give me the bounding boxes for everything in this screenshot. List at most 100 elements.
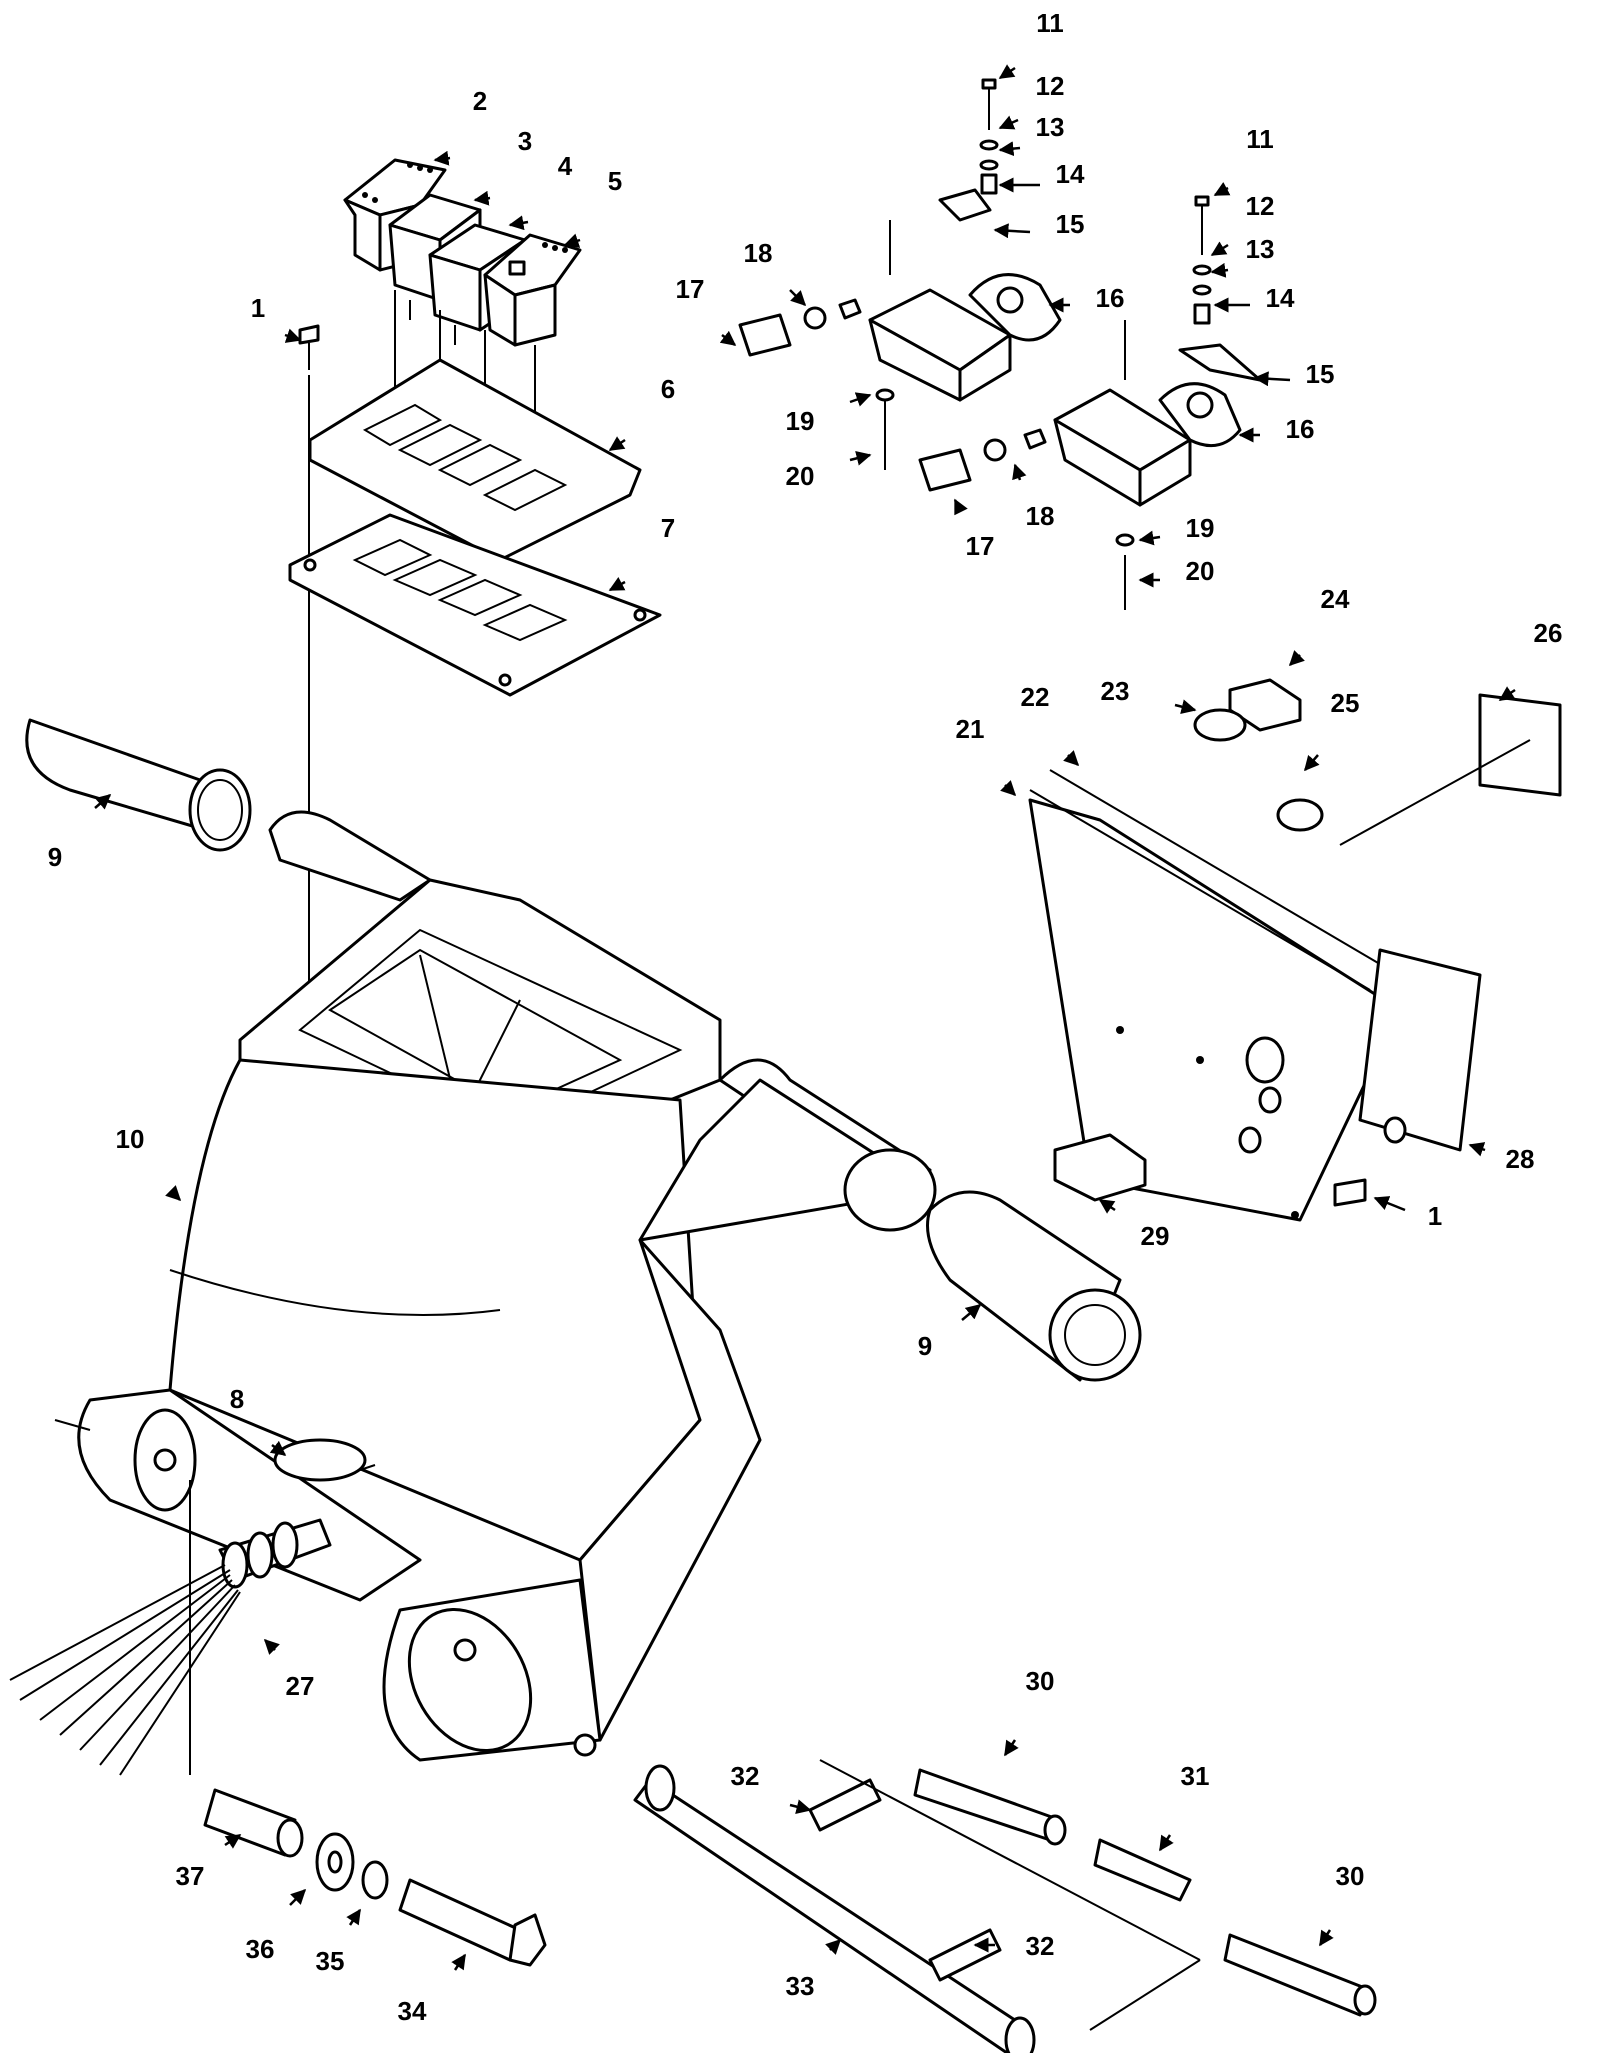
callout-leader: [1000, 780, 1017, 797]
callout-leader: [1468, 1142, 1486, 1157]
callout-c12a: 12: [998, 71, 1065, 130]
callout-c20a: 20: [786, 450, 872, 491]
callout-c7: 7: [608, 513, 675, 592]
callout-c15a: 15: [993, 209, 1085, 239]
callout-c34: 34: [398, 1953, 467, 2026]
callout-label: 30: [1026, 1666, 1055, 1696]
screw-1-left: [298, 324, 320, 370]
callout-leader: [1098, 1198, 1116, 1214]
callout-label: 19: [786, 406, 815, 436]
callout-c17a: 17: [676, 274, 737, 346]
pin-32-upper: [808, 1778, 882, 1832]
callout-label: 4: [558, 151, 573, 181]
callout-label: 8: [230, 1384, 244, 1414]
callout-c31: 31: [1158, 1761, 1210, 1852]
callout-c14b: 14: [1213, 283, 1295, 313]
callout-leader: [165, 1185, 182, 1202]
callout-c12b: 12: [1210, 191, 1274, 257]
callout-label: 32: [1026, 1931, 1055, 1961]
callout-label: 1: [251, 293, 265, 323]
callout-label: 30: [1336, 1861, 1365, 1891]
callout-leader: [789, 1799, 812, 1815]
callout-c16b: 16: [1238, 414, 1314, 444]
callout-label: 37: [176, 1861, 205, 1891]
callout-label: 29: [1141, 1221, 1170, 1251]
hand-grip-9-left: [25, 718, 252, 852]
hand-grip-9-right: [926, 1190, 1142, 1382]
callout-label: 15: [1056, 209, 1085, 239]
shaft-33: [633, 1764, 1036, 2053]
callout-leader: [998, 141, 1021, 157]
toggle-assembly-upper: [738, 78, 1062, 470]
callout-c1b: 1: [1373, 1196, 1442, 1231]
callout-label: 21: [956, 714, 985, 744]
callout-c22: 22: [1021, 682, 1080, 767]
callout-label: 11: [1246, 124, 1274, 154]
callout-c33: 33: [786, 1938, 842, 2001]
callout-leader: [849, 392, 872, 407]
callout-leader: [789, 289, 807, 307]
callout-c18b: 18: [1012, 463, 1054, 531]
callout-leader: [1063, 750, 1080, 767]
callout-c23: 23: [1101, 676, 1197, 715]
callout-c24: 24: [1288, 584, 1350, 667]
callout-leader: [1288, 650, 1305, 667]
callout-label: 14: [1266, 283, 1295, 313]
callout-leader: [1498, 686, 1516, 702]
callout-label: 10: [116, 1124, 145, 1154]
callout-leader: [608, 577, 626, 592]
callout-label: 27: [286, 1671, 315, 1701]
cable-clamp-8: [273, 1438, 376, 1482]
callout-leader: [998, 64, 1016, 80]
callout-c29: 29: [1098, 1198, 1170, 1251]
callout-c3: 3: [473, 126, 532, 206]
callout-c11a: 11: [998, 8, 1064, 80]
callout-c9b: 9: [918, 1304, 982, 1361]
pin-32-lower: [928, 1928, 1002, 1982]
callout-c8: 8: [230, 1384, 287, 1456]
callout-c26: 26: [1498, 618, 1562, 702]
callout-leader: [1318, 1929, 1334, 1947]
callout-leader: [961, 1304, 982, 1321]
callout-c28: 28: [1468, 1142, 1534, 1174]
console-housing-10: [77, 810, 937, 1762]
callout-label: 16: [1096, 283, 1125, 313]
callout-leader: [563, 233, 581, 248]
callout-label: 18: [744, 238, 773, 268]
switch-29: [1053, 1133, 1147, 1202]
callout-label: 12: [1036, 71, 1065, 101]
callout-c13a: 13: [998, 112, 1064, 157]
callout-leader: [1253, 371, 1291, 387]
callout-leader: [1003, 1739, 1019, 1757]
callout-label: 34: [398, 1996, 427, 2026]
callout-c9a: 9: [48, 794, 112, 872]
toggle-assembly-lower: [918, 195, 1262, 610]
callout-leader: [1174, 699, 1197, 715]
callout-c19b: 19: [1138, 513, 1214, 546]
callout-c13b: 13: [1210, 234, 1274, 278]
callout-leader: [451, 1953, 467, 1971]
callout-leader: [473, 190, 491, 206]
callout-label: 15: [1306, 359, 1335, 389]
callout-c32a: 32: [731, 1761, 812, 1815]
callout-leader: [289, 1888, 307, 1906]
callout-c15b: 15: [1253, 359, 1335, 389]
callout-label: 7: [661, 513, 675, 543]
callout-leader: [953, 498, 968, 516]
callout-c6: 6: [608, 374, 675, 452]
callout-c19a: 19: [786, 392, 872, 436]
callout-label: 9: [918, 1331, 932, 1361]
callout-label: 31: [1181, 1761, 1210, 1791]
callout-leader: [1012, 463, 1027, 481]
callout-leader: [825, 1938, 842, 1955]
callout-leader: [224, 1833, 242, 1849]
callout-leader: [346, 1908, 362, 1926]
callout-c10: 10: [116, 1124, 182, 1202]
callout-label: 20: [1186, 556, 1215, 586]
bolt-34: [398, 1878, 547, 1967]
callout-label: 11: [1036, 8, 1064, 38]
callout-label: 2: [473, 86, 487, 116]
callout-leader: [1138, 530, 1161, 546]
callout-leader: [1210, 262, 1229, 278]
